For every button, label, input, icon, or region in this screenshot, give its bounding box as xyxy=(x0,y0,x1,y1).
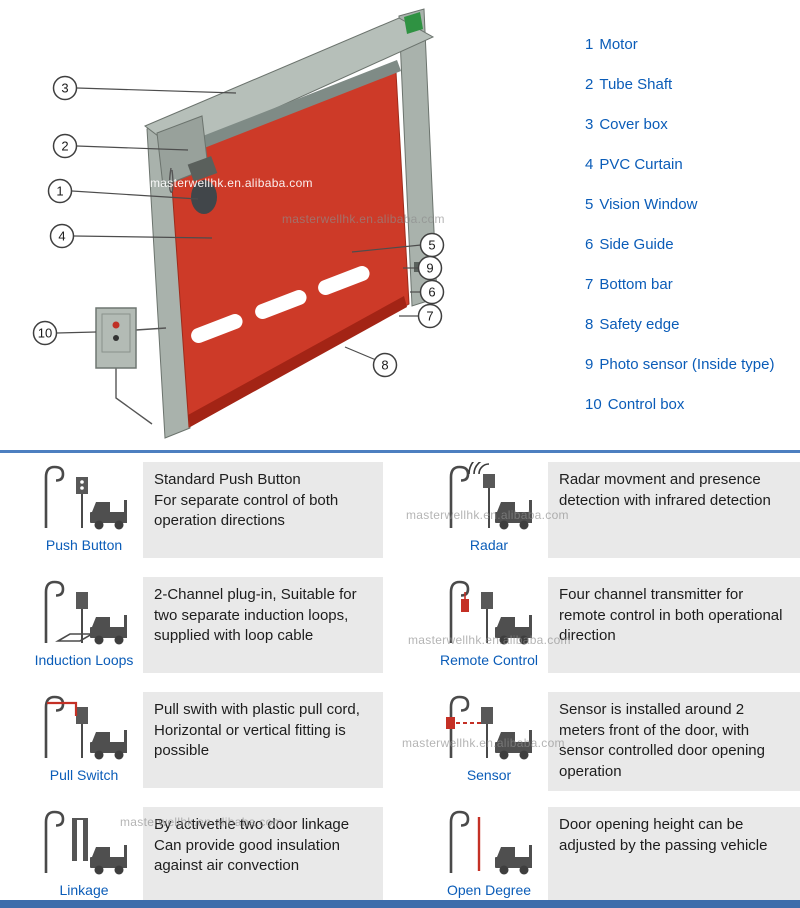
legend-number: 9 xyxy=(585,355,594,373)
legend-number: 6 xyxy=(585,235,594,253)
diagram-section: 3 2 1 4 10 5 9 6 7 8 masterwel xyxy=(0,0,800,450)
legend-label: PVC Curtain xyxy=(599,155,683,173)
pull-switch-icon xyxy=(44,695,127,760)
accessory-card-linkage: Linkage By activethe two door linkage Ca… xyxy=(0,803,400,908)
legend-item-pvc-curtain: 4 PVC Curtain xyxy=(585,144,774,184)
legend-label: Safety edge xyxy=(599,315,680,333)
pull-switch-figure: Pull Switch xyxy=(25,692,143,783)
bottom-bar xyxy=(188,296,407,427)
accessory-label: Linkage xyxy=(59,882,109,898)
induction-loops-figure: Induction Loops xyxy=(25,577,143,668)
cover-end-cap xyxy=(404,12,423,34)
callout-number: 3 xyxy=(61,81,68,96)
legend-label: Cover box xyxy=(599,115,668,133)
accessory-description: 2-Channel plug-in, Suitable for two sepa… xyxy=(143,577,383,673)
open-degree-figure: Open Degree xyxy=(430,807,548,898)
accessory-label: Open Degree xyxy=(446,882,532,898)
accessory-description: By activethe two door linkage Can provid… xyxy=(143,807,383,903)
legend-number: 10 xyxy=(585,395,602,413)
accessories-grid: Push Button Standard Push Button For sep… xyxy=(0,458,800,908)
accessory-description: Four channel transmitter for remote cont… xyxy=(548,577,800,673)
legend-number: 5 xyxy=(585,195,594,213)
legend-number: 1 xyxy=(585,35,594,53)
legend-number: 3 xyxy=(585,115,594,133)
induction-loops-icon xyxy=(44,580,127,645)
callout-number: 5 xyxy=(428,238,435,253)
legend-item-tube-shaft: 2 Tube Shaft xyxy=(585,64,774,104)
accessory-card-remote-control: Remote Control Four channel transmitter … xyxy=(400,573,800,688)
legend-item-control-box: 10 Control box xyxy=(585,384,774,424)
legend-number: 2 xyxy=(585,75,594,93)
radar-figure: Radar xyxy=(430,462,548,553)
callout-number: 2 xyxy=(61,139,68,154)
accessory-label: Sensor xyxy=(466,767,512,783)
legend-label: Vision Window xyxy=(599,195,698,213)
accessory-description: Sensor is installed around 2 meters fron… xyxy=(548,692,800,791)
accessory-label: Push Button xyxy=(45,537,123,553)
legend-number: 4 xyxy=(585,155,594,173)
accessory-card-sensor: Sensor Sensor is installed around 2 mete… xyxy=(400,688,800,803)
legend-item-cover-box: 3 Cover box xyxy=(585,104,774,144)
legend-item-vision-window: 5 Vision Window xyxy=(585,184,774,224)
radar-icon xyxy=(449,462,532,530)
accessory-label: Induction Loops xyxy=(34,652,134,668)
accessory-label: Radar xyxy=(469,537,509,553)
open-degree-icon xyxy=(449,810,532,875)
bottom-accent-bar xyxy=(0,900,800,908)
callout-number: 1 xyxy=(56,184,63,199)
accessory-card-induction-loops: Induction Loops 2-Channel plug-in, Suita… xyxy=(0,573,400,688)
accessory-description: Standard Push Button For separate contro… xyxy=(143,462,383,558)
legend-label: Motor xyxy=(599,35,638,53)
linkage-figure: Linkage xyxy=(25,807,143,898)
accessory-card-push-button: Push Button Standard Push Button For sep… xyxy=(0,458,400,573)
callout-number: 9 xyxy=(426,261,433,276)
leader-lines xyxy=(56,87,422,361)
linkage-icon xyxy=(44,810,127,875)
legend-label: Tube Shaft xyxy=(599,75,673,93)
remote-control-figure: Remote Control xyxy=(430,577,548,668)
legend-label: Control box xyxy=(607,395,685,413)
legend-label: Photo sensor (Inside type) xyxy=(599,355,775,373)
accessory-card-open-degree: Open Degree Door opening height can be a… xyxy=(400,803,800,908)
callout-number: 4 xyxy=(58,229,65,244)
section-divider xyxy=(0,450,800,453)
motor xyxy=(168,156,218,214)
remote-control-icon xyxy=(449,580,532,645)
push-button-icon xyxy=(44,465,127,530)
accessory-label: Remote Control xyxy=(439,652,539,668)
legend-item-side-guide: 6 Side Guide xyxy=(585,224,774,264)
callout-number: 8 xyxy=(381,358,388,373)
accessory-description: Door opening height can be adjusted by t… xyxy=(548,807,800,903)
legend-number: 7 xyxy=(585,275,594,293)
legend-item-motor: 1 Motor xyxy=(585,24,774,64)
legend-item-photo-sensor: 9 Photo sensor (Inside type) xyxy=(585,344,774,384)
control-box xyxy=(95,307,167,425)
accessory-card-radar: Radar Radar movment and presence detecti… xyxy=(400,458,800,573)
callout-number: 7 xyxy=(426,309,433,324)
legend-item-bottom-bar: 7 Bottom bar xyxy=(585,264,774,304)
tube-shaft xyxy=(167,60,401,161)
legend-number: 8 xyxy=(585,315,594,333)
push-button-figure: Push Button xyxy=(25,462,143,553)
legend-item-safety-edge: 8 Safety edge xyxy=(585,304,774,344)
door-diagram: 3 2 1 4 10 5 9 6 7 8 xyxy=(32,8,445,439)
legend-label: Side Guide xyxy=(599,235,674,253)
legend-label: Bottom bar xyxy=(599,275,673,293)
accessory-card-pull-switch: Pull Switch Pull swith with plastic pull… xyxy=(0,688,400,803)
callout-number: 10 xyxy=(38,326,52,341)
callouts: 3 2 1 4 10 5 9 6 7 8 xyxy=(32,75,445,378)
sensor-figure: Sensor xyxy=(430,692,548,783)
callout-number: 6 xyxy=(428,285,435,300)
accessory-label: Pull Switch xyxy=(49,767,119,783)
sensor-icon xyxy=(446,695,532,760)
vision-window xyxy=(191,266,370,344)
accessory-description: Radar movment and presence detection wit… xyxy=(548,462,800,558)
accessory-description: Pull swith with plastic pull cord, Horiz… xyxy=(143,692,383,788)
parts-legend: 1 Motor 2 Tube Shaft 3 Cover box 4 PVC Curta… xyxy=(585,24,774,424)
